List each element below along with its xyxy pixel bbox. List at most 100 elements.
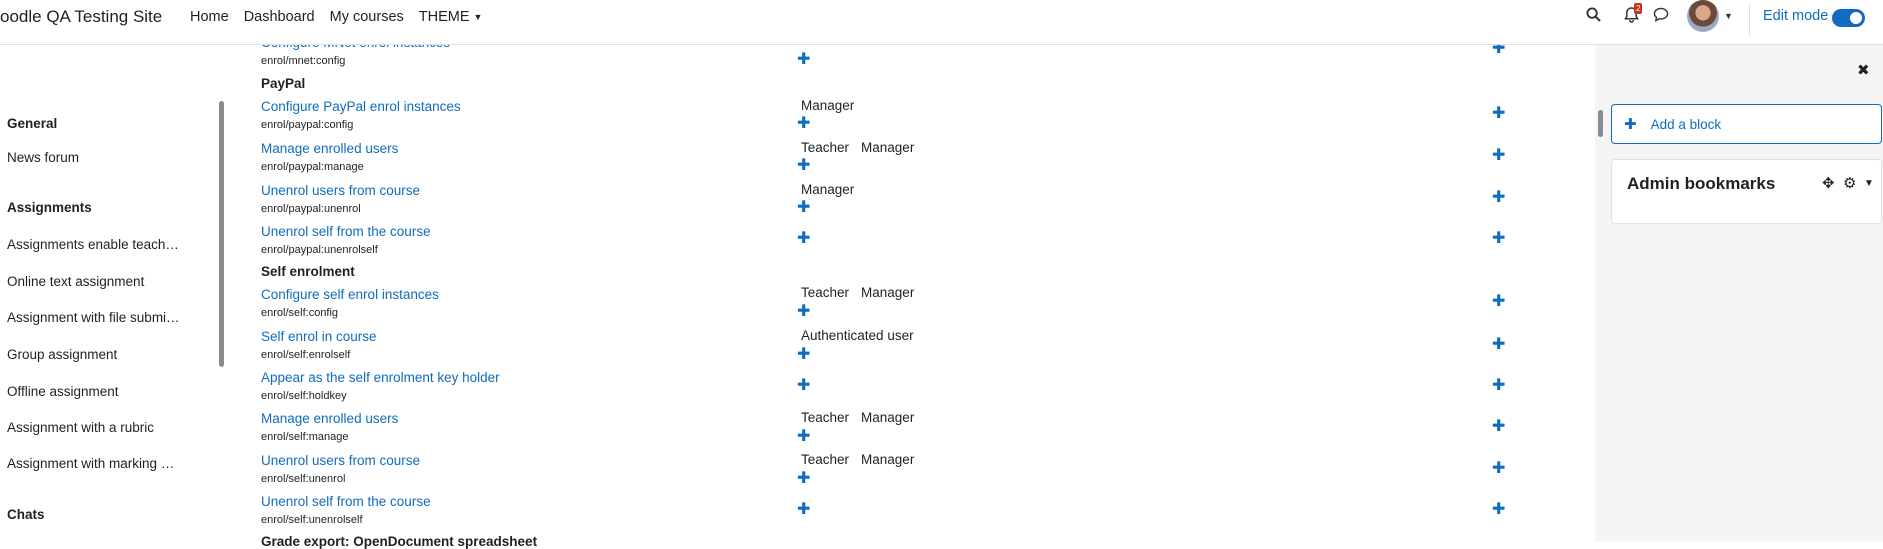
prohibit-add-icon[interactable]: ✚ bbox=[1492, 189, 1506, 206]
course-item-assignment[interactable]: Offline assignment bbox=[7, 384, 119, 399]
nav-theme[interactable]: THEME ▼ bbox=[419, 9, 483, 25]
role-list: Teacher Manager bbox=[801, 410, 926, 425]
main-region bbox=[225, 45, 1596, 541]
gear-icon[interactable]: ⚙ bbox=[1843, 175, 1857, 192]
chevron-down-icon: ▼ bbox=[473, 11, 483, 22]
role-tag[interactable]: Manager bbox=[861, 285, 915, 300]
main-scrollbar[interactable] bbox=[1598, 110, 1603, 137]
user-avatar[interactable] bbox=[1687, 0, 1719, 32]
add-role-icon[interactable]: ✚ bbox=[797, 303, 811, 320]
nav-dashboard[interactable]: Dashboard bbox=[243, 8, 315, 25]
role-tag[interactable]: Authenticated user bbox=[801, 328, 914, 343]
add-role-icon[interactable]: ✚ bbox=[797, 115, 811, 132]
course-section-assignments[interactable]: Assignments bbox=[7, 200, 92, 215]
prohibit-add-icon[interactable]: ✚ bbox=[1492, 418, 1506, 435]
capability-link[interactable]: Configure PayPal enrol instances bbox=[261, 99, 461, 114]
top-navbar: oodle QA Testing Site Home Dashboard My … bbox=[0, 0, 1883, 45]
chat-bubble-icon[interactable] bbox=[1653, 7, 1669, 27]
move-icon[interactable]: ✥ bbox=[1822, 175, 1835, 192]
add-block-label: Add a block bbox=[1650, 116, 1722, 132]
capability-link[interactable]: Manage enrolled users bbox=[261, 141, 399, 156]
capability-link[interactable]: Unenrol self from the course bbox=[261, 224, 431, 239]
add-role-icon[interactable]: ✚ bbox=[797, 157, 811, 174]
course-item-assignment[interactable]: Assignment with a rubric bbox=[7, 420, 155, 435]
prohibit-add-icon[interactable]: ✚ bbox=[1492, 147, 1506, 164]
capability-name: enrol/paypal:config bbox=[261, 119, 354, 131]
role-list: Authenticated user bbox=[801, 328, 926, 343]
role-tag[interactable]: Manager bbox=[861, 452, 915, 467]
capability-link[interactable]: Manage enrolled users bbox=[261, 411, 399, 426]
permissions-table-area bbox=[225, 45, 1595, 541]
capability-name: enrol/self:unenrol bbox=[261, 473, 346, 485]
capability-link[interactable]: Self enrol in course bbox=[261, 329, 377, 344]
primary-navigation: Home Dashboard My courses THEME ▼ bbox=[190, 0, 497, 33]
capability-link[interactable]: Unenrol users from course bbox=[261, 453, 421, 468]
course-index-scrollbar[interactable] bbox=[219, 101, 224, 367]
add-role-icon[interactable]: ✚ bbox=[797, 346, 811, 363]
nav-my-courses[interactable]: My courses bbox=[329, 8, 404, 25]
capability-name: enrol/self:manage bbox=[261, 431, 349, 443]
role-list: Manager bbox=[801, 98, 866, 113]
prohibit-add-icon[interactable]: ✚ bbox=[1492, 293, 1506, 310]
capability-name: enrol/self:config bbox=[261, 307, 339, 319]
course-item-assignment[interactable]: Assignment with marking … bbox=[7, 456, 175, 471]
role-tag[interactable]: Teacher bbox=[801, 410, 850, 425]
add-role-icon[interactable]: ✚ bbox=[797, 470, 811, 487]
course-item-news-forum[interactable]: News forum bbox=[7, 150, 80, 165]
site-name[interactable]: oodle QA Testing Site bbox=[0, 7, 163, 26]
add-role-icon[interactable]: ✚ bbox=[797, 230, 811, 247]
course-section-general[interactable]: General bbox=[7, 116, 58, 131]
capability-name: enrol/self:holdkey bbox=[261, 390, 347, 402]
prohibit-add-icon[interactable]: ✚ bbox=[1492, 377, 1506, 394]
role-list: Teacher Manager bbox=[801, 140, 926, 155]
chevron-down-icon[interactable]: ▼ bbox=[1724, 11, 1733, 21]
nav-theme-label: THEME bbox=[418, 8, 470, 25]
course-item-assignment[interactable]: Online text assignment bbox=[7, 274, 145, 289]
role-tag[interactable]: Teacher bbox=[801, 452, 850, 467]
capability-name: enrol/paypal:unenrolself bbox=[261, 244, 378, 256]
edit-mode-toggle[interactable] bbox=[1832, 9, 1865, 27]
admin-bookmarks-block: Admin bookmarks ✥ ⚙ ▼ bbox=[1611, 159, 1882, 224]
capability-link[interactable]: Appear as the self enrolment key holder bbox=[261, 370, 500, 385]
capability-name: enrol/self:unenrolself bbox=[261, 514, 363, 526]
course-section-chats[interactable]: Chats bbox=[7, 507, 45, 522]
role-tag[interactable]: Teacher bbox=[801, 140, 850, 155]
prohibit-add-icon[interactable]: ✚ bbox=[1492, 230, 1506, 247]
capability-name: enrol/paypal:unenrol bbox=[261, 203, 361, 215]
add-role-icon[interactable]: ✚ bbox=[797, 51, 811, 68]
prohibit-add-icon[interactable]: ✚ bbox=[1492, 336, 1506, 353]
close-icon[interactable]: ✖ bbox=[1857, 62, 1870, 79]
navbar-divider bbox=[1749, 4, 1750, 36]
capability-link[interactable]: Configure self enrol instances bbox=[261, 287, 439, 302]
add-block-button[interactable]: ✚ Add a block bbox=[1611, 104, 1882, 144]
course-item-assignment[interactable]: Assignments enable teach… bbox=[7, 237, 179, 252]
role-tag[interactable]: Manager bbox=[861, 410, 915, 425]
chevron-down-icon[interactable]: ▼ bbox=[1864, 178, 1874, 189]
capability-name: enrol/mnet:config bbox=[261, 55, 346, 67]
add-role-icon[interactable]: ✚ bbox=[797, 199, 811, 216]
add-role-icon[interactable]: ✚ bbox=[797, 428, 811, 445]
capability-link[interactable]: Unenrol users from course bbox=[261, 183, 421, 198]
section-heading-self-enrolment: Self enrolment bbox=[261, 264, 355, 279]
block-title: Admin bookmarks bbox=[1627, 174, 1776, 193]
plus-icon: ✚ bbox=[1624, 116, 1637, 133]
section-heading-paypal: PayPal bbox=[261, 76, 306, 91]
prohibit-add-icon[interactable]: ✚ bbox=[1492, 105, 1506, 122]
role-tag[interactable]: Manager bbox=[801, 98, 855, 113]
prohibit-add-icon[interactable]: ✚ bbox=[1492, 460, 1506, 477]
add-role-icon[interactable]: ✚ bbox=[797, 501, 811, 518]
add-role-icon[interactable]: ✚ bbox=[797, 377, 811, 394]
course-item-assignment[interactable]: Assignment with file submi… bbox=[7, 310, 180, 325]
role-tag[interactable]: Manager bbox=[861, 140, 915, 155]
role-list: Manager bbox=[801, 182, 866, 197]
role-list: Teacher Manager bbox=[801, 452, 926, 467]
course-index-drawer: General News forum Assignments Assignmen… bbox=[0, 45, 225, 541]
role-tag[interactable]: Manager bbox=[801, 182, 855, 197]
course-item-assignment[interactable]: Group assignment bbox=[7, 347, 118, 362]
capability-name: enrol/self:enrolself bbox=[261, 349, 351, 361]
search-icon[interactable] bbox=[1586, 7, 1601, 27]
prohibit-add-icon[interactable]: ✚ bbox=[1492, 501, 1506, 518]
nav-home[interactable]: Home bbox=[190, 8, 229, 25]
capability-link[interactable]: Unenrol self from the course bbox=[261, 494, 431, 509]
role-tag[interactable]: Teacher bbox=[801, 285, 850, 300]
